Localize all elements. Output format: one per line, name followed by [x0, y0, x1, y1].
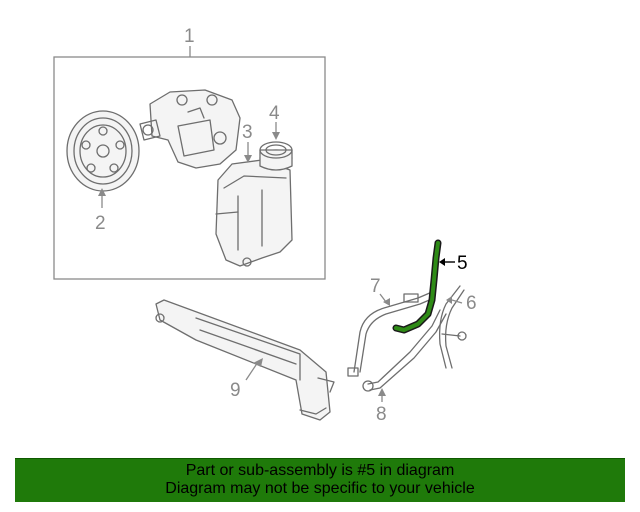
info-banner: Part or sub-assembly is #5 in diagram Di… [15, 458, 625, 502]
callout-9: 9 [230, 380, 241, 401]
leader-6 [451, 299, 463, 304]
callout-5: 5 [457, 253, 468, 274]
callout-1: 1 [184, 26, 195, 47]
arrow-4 [272, 132, 280, 140]
leader-9 [245, 361, 259, 381]
callout-4: 4 [269, 103, 280, 124]
cap-part [259, 141, 293, 171]
banner-line-part-number: Part or sub-assembly is #5 in diagram [185, 462, 455, 479]
hose-6-part [438, 285, 467, 369]
hose-7-part [347, 291, 435, 377]
arrow-3 [244, 155, 252, 163]
arrow-2 [98, 188, 106, 196]
pump-body-part [139, 89, 241, 169]
hose-5-part-highlighted [392, 239, 442, 334]
arrow-9 [253, 358, 263, 367]
pulley-part [66, 110, 140, 192]
arrow-8 [378, 388, 386, 396]
callout-3: 3 [242, 122, 253, 143]
banner-line-disclaimer: Diagram may not be specific to your vehi… [165, 480, 475, 497]
arrow-5 [439, 258, 445, 266]
arrow-7 [383, 298, 390, 306]
callout-6: 6 [466, 293, 477, 314]
hose-8-part [362, 309, 447, 392]
arrow-6 [446, 296, 452, 304]
reservoir-part [215, 159, 293, 267]
callout-7: 7 [370, 276, 381, 297]
cooler-part [155, 299, 335, 421]
leader-7 [379, 293, 387, 303]
callout-8: 8 [376, 404, 387, 425]
callout-2: 2 [95, 213, 106, 234]
